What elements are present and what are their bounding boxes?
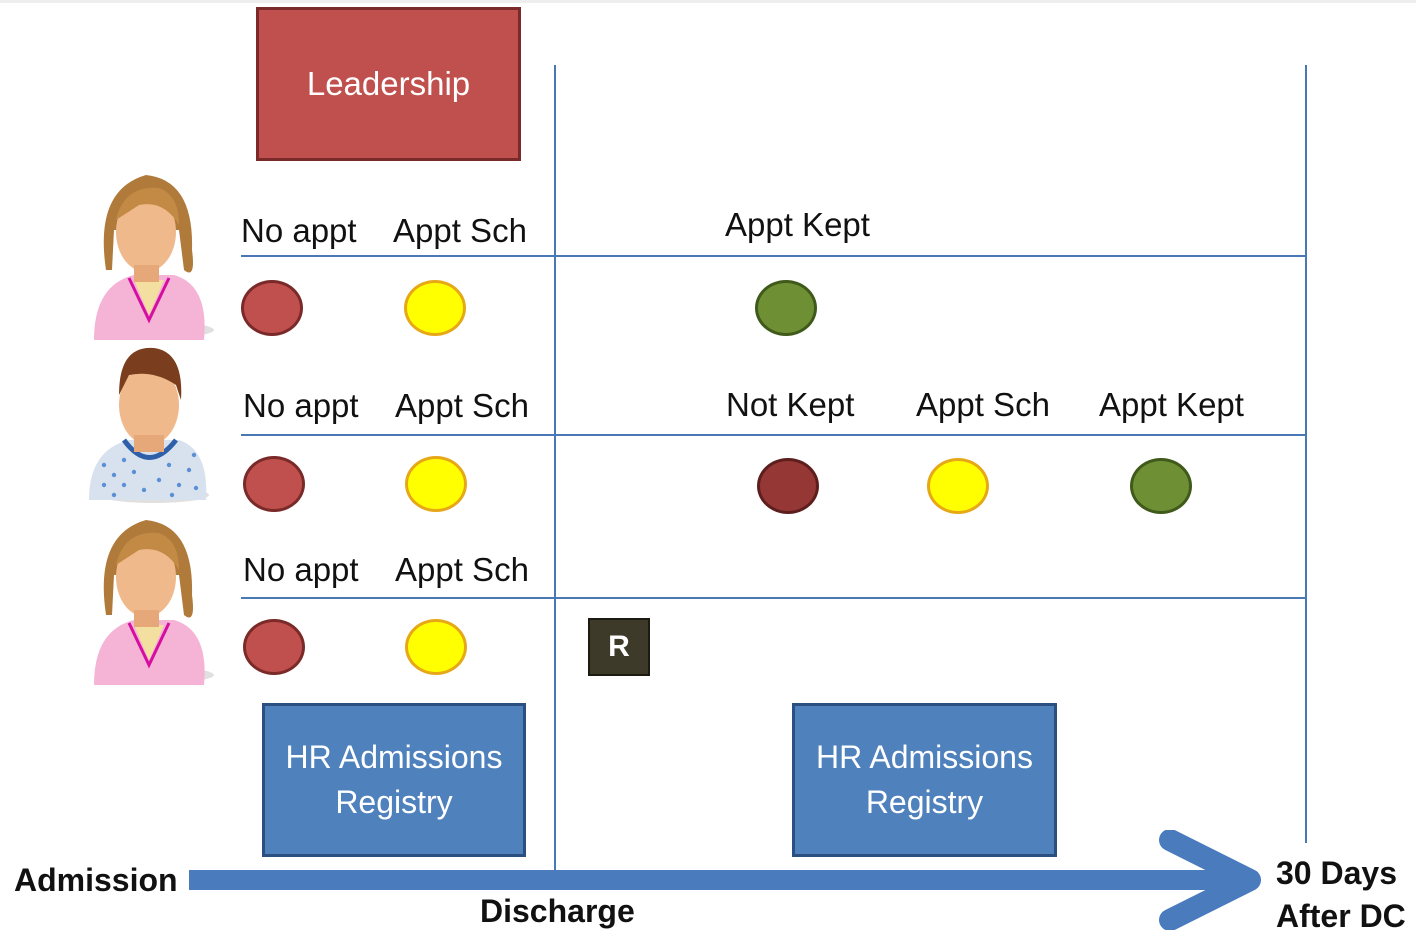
status-dot-appt-kept: [1130, 458, 1192, 514]
row-separator-2: [241, 434, 1307, 436]
leadership-label: Leadership: [306, 65, 471, 102]
status-dot-appt-sch: [404, 280, 466, 336]
row-separator-1: [241, 255, 1307, 257]
female-patient-icon: [94, 175, 214, 340]
row2-label-not-kept: Not Kept: [726, 386, 855, 423]
male-patient-icon: [89, 347, 209, 503]
r-marker: R: [588, 618, 650, 676]
status-dot-not-kept: [757, 458, 819, 514]
status-dot-no-appt: [243, 456, 305, 512]
registry-label: HR Admissions Registry: [816, 739, 1033, 820]
row1-label-no-appt: No appt: [241, 212, 357, 249]
status-dot-appt-sch: [927, 458, 989, 514]
row3-label-no-appt: No appt: [243, 551, 359, 588]
registry-label: HR Admissions Registry: [285, 739, 503, 820]
registry-box-post-discharge: HR Admissions Registry: [792, 703, 1057, 857]
thirty-day-line: [1305, 65, 1307, 843]
row1-label-appt-sch: Appt Sch: [393, 212, 527, 249]
registry-box-admission: HR Admissions Registry: [262, 703, 526, 857]
row-separator-3: [241, 597, 1307, 599]
row2-label-appt-sch-2: Appt Sch: [916, 386, 1050, 423]
row2-label-no-appt: No appt: [243, 387, 359, 424]
timeline-start-label: Admission: [14, 862, 178, 898]
status-dot-no-appt: [241, 280, 303, 336]
status-dot-appt-sch: [405, 456, 467, 512]
row2-label-appt-sch: Appt Sch: [395, 387, 529, 424]
status-dot-appt-kept: [755, 280, 817, 336]
timeline-arrow: [189, 830, 1261, 930]
timeline-middle-label: Discharge: [480, 893, 635, 929]
row2-label-appt-kept: Appt Kept: [1099, 386, 1244, 423]
row3-label-appt-sch: Appt Sch: [395, 551, 529, 588]
row1-label-appt-kept: Appt Kept: [725, 206, 870, 243]
timeline-end-label: 30 Days After DC: [1276, 855, 1406, 935]
leadership-box: Leadership: [256, 7, 521, 161]
female-patient-icon: [94, 520, 214, 685]
top-border: [0, 0, 1416, 3]
status-dot-appt-sch: [405, 619, 467, 675]
discharge-line: [554, 65, 556, 870]
status-dot-no-appt: [243, 619, 305, 675]
